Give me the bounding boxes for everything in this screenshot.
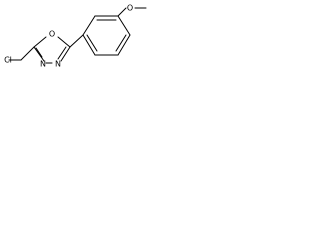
bond-ph-6 bbox=[82, 34, 96, 56]
bond-c5-n4-double bbox=[57, 46, 67, 60]
bond-c5-n4 bbox=[60, 46, 71, 62]
chemical-structure-diagram: Cl O N N O bbox=[0, 0, 150, 71]
bond-c2-o bbox=[33, 36, 47, 48]
bond-o-c5 bbox=[57, 36, 71, 48]
bond-ph-ome-o bbox=[117, 7, 127, 17]
bond-ph-3 bbox=[117, 15, 131, 36]
bond-ch2-ring-c2 bbox=[20, 46, 35, 61]
bond-ph-4 bbox=[117, 34, 131, 56]
atom-label-ring-n4: N bbox=[55, 60, 61, 69]
atom-label-cl: Cl bbox=[4, 56, 12, 65]
bond-ph-inner-2 bbox=[115, 34, 127, 52]
atom-label-ring-n3: N bbox=[40, 60, 46, 69]
bond-ring-phenyl bbox=[69, 34, 84, 48]
bond-ph-1 bbox=[82, 15, 96, 36]
bond-n3-c2-double bbox=[35, 47, 43, 58]
atom-label-methoxy-oxygen: O bbox=[127, 4, 133, 13]
bond-ph-inner-3 bbox=[86, 34, 98, 52]
bond-n3-c2 bbox=[33, 46, 45, 62]
atom-label-ring-oxygen: O bbox=[49, 30, 55, 39]
molecule-svg: Cl O N N O bbox=[4, 4, 147, 69]
